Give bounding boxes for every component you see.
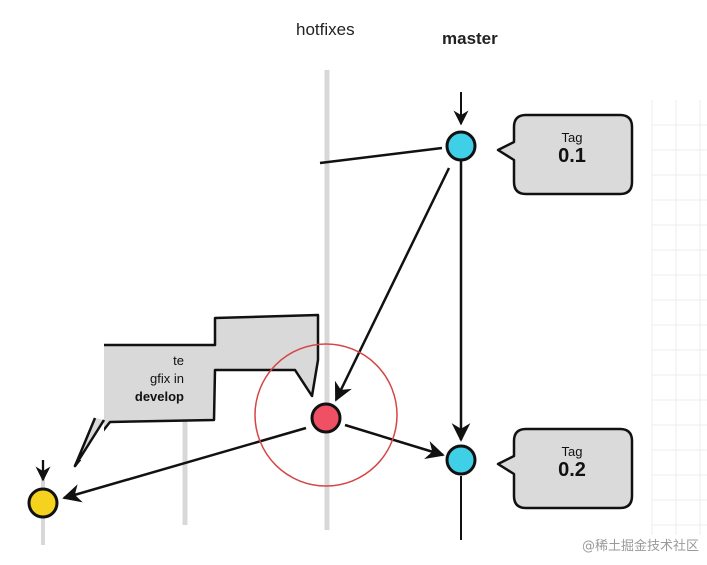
master-branch-label: master <box>442 29 498 48</box>
master-commit-0-1 <box>445 130 477 162</box>
hotfix-commit <box>310 402 342 434</box>
note-line-2: gfix in <box>150 371 184 386</box>
arrow-hotfix-to-develop <box>62 426 307 503</box>
tag-title: Tag <box>561 444 583 459</box>
tag-version: 0.1 <box>558 145 586 167</box>
line-to-master-01 <box>319 146 443 165</box>
background-grid <box>651 100 707 535</box>
arrow-hotfix-to-master <box>344 423 445 460</box>
tag-bubble-01 <box>496 113 634 196</box>
hotfixes-branch-label: hotfixes <box>296 20 355 39</box>
note-line-1: te <box>173 353 184 368</box>
develop-commit <box>27 487 59 519</box>
callout-pointer-left <box>73 417 106 468</box>
master-commit-0-2 <box>445 444 477 476</box>
highlight-ring <box>254 343 398 487</box>
note-develop-bold: develop <box>134 389 184 404</box>
tag-bubble-02 <box>496 427 634 510</box>
note-line-3: develop <box>88 388 184 406</box>
tag-0-2: Tag 0.2 <box>520 444 624 482</box>
tag-0-1: Tag 0.1 <box>520 130 624 168</box>
callout-note-text: te gfix in develop <box>88 352 184 406</box>
tag-title: Tag <box>561 130 583 145</box>
watermark: @稀土掘金技术社区 <box>581 539 699 554</box>
tag-version: 0.2 <box>558 459 586 481</box>
arrow-master-to-hotfix <box>334 167 451 402</box>
